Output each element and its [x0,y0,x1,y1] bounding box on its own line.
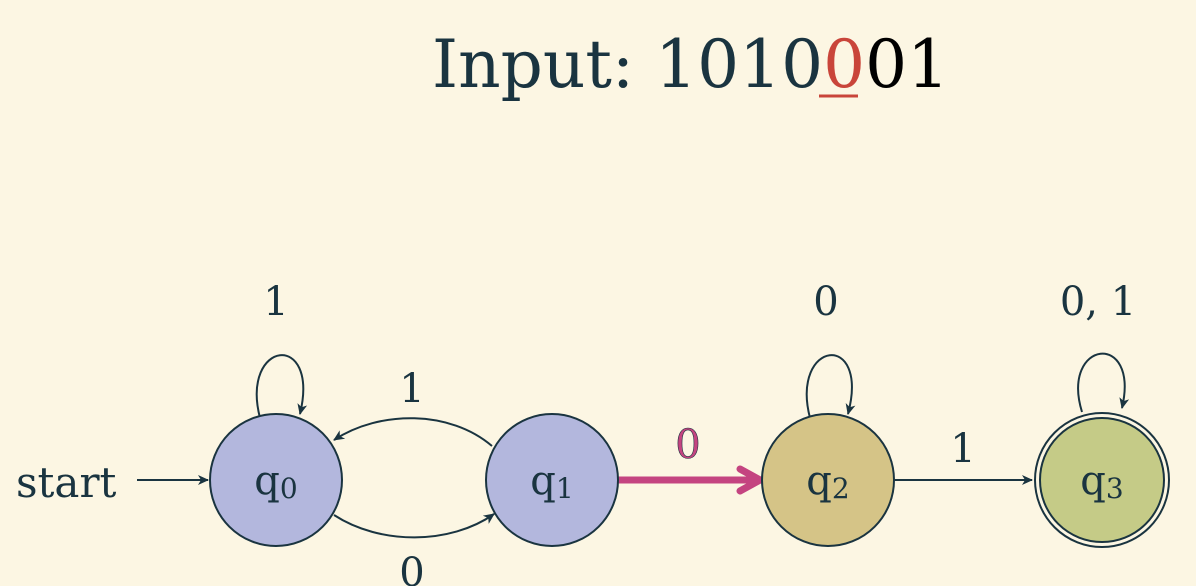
transition-q0-q1[interactable] [333,513,495,539]
svg-text:q0: q0 [254,458,297,505]
transition-label: 1 [263,279,288,325]
transition-q2-q2[interactable] [805,354,856,419]
transition-label: 0 [399,550,424,586]
svg-text:q2: q2 [806,458,849,505]
transition-label: 0 [813,279,838,325]
input-digit-current: 0 [823,26,865,103]
state-q0[interactable]: q0 [209,413,343,547]
transition-q0-q0[interactable] [255,354,308,419]
input-digit-pending: 0 [865,26,907,103]
transition-q3-q3[interactable] [1077,352,1130,413]
transition-label-active: 0 [675,422,700,468]
state-q2[interactable]: q2 [761,413,895,547]
input-digit-pending: 1 [907,26,949,103]
transition-q1-q0[interactable] [333,417,493,447]
input-title: Input: 1010001 [432,26,949,103]
transition-label: 1 [399,366,424,412]
state-q3-accepting[interactable]: q3 [1034,412,1170,548]
state-q1[interactable]: q1 [485,413,619,547]
input-digit-consumed: 1 [739,26,781,103]
start-label: start [16,458,117,507]
transition-label: 1 [950,426,975,472]
input-digit-consumed: 0 [697,26,739,103]
svg-text:q3: q3 [1080,458,1123,505]
input-digit-consumed: 0 [781,26,823,103]
svg-text:q1: q1 [530,458,573,505]
input-digit-consumed: 1 [655,26,697,103]
transition-label: 0, 1 [1060,279,1136,325]
